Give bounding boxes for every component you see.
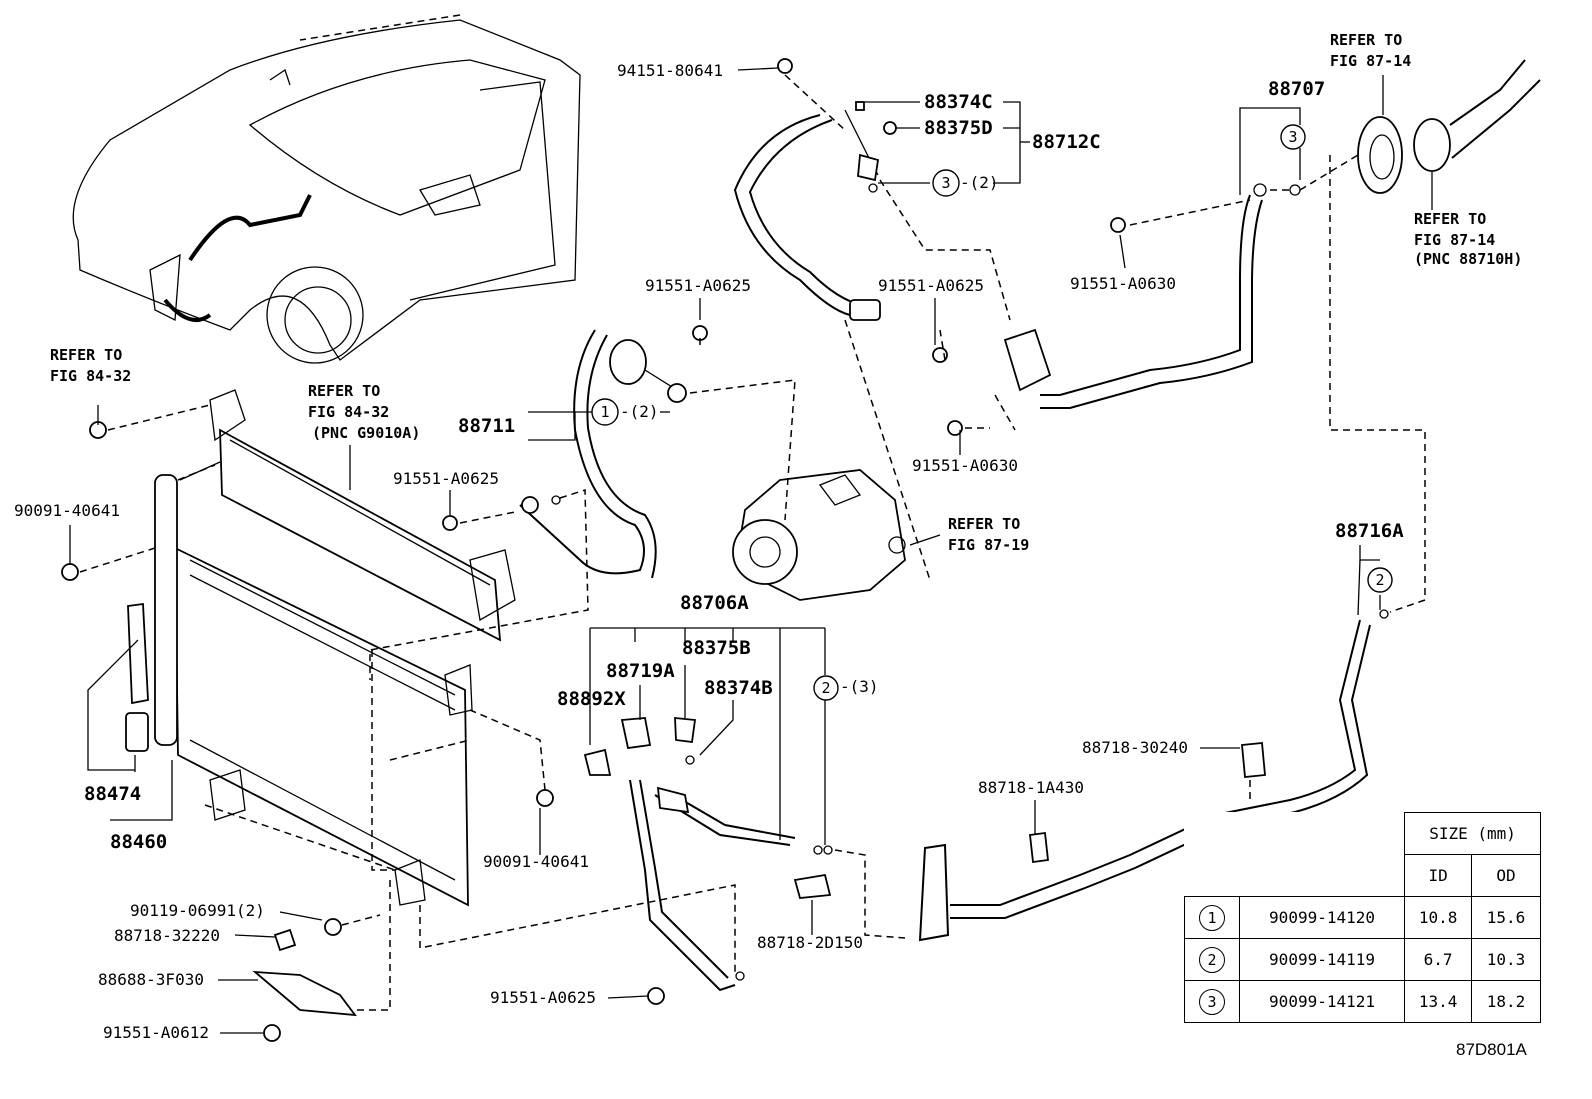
label-88892X: 88892X <box>557 688 626 710</box>
label-88718-2D150: 88718-2D150 <box>757 933 863 952</box>
refer-87-14-right-line1: REFER TO <box>1414 210 1486 228</box>
label-88707: 88707 <box>1268 78 1325 100</box>
pipe-88707 <box>1003 183 1267 409</box>
suction-hose-88712C <box>733 109 881 321</box>
row-key-circle: 1 <box>1198 904 1225 931</box>
discharge-hose-88711 <box>519 329 687 579</box>
callout-1: 1 <box>600 403 609 421</box>
row-od: 15.6 <box>1471 896 1541 939</box>
leader-lines <box>69 67 1433 1034</box>
radiator-support <box>209 389 516 642</box>
refer-84-32-pnc-line1: REFER TO <box>308 382 380 400</box>
compressor <box>732 319 931 601</box>
label-91551-A0625-c: 91551-A0625 <box>393 469 499 488</box>
label-88688-3F030: 88688-3F030 <box>98 970 204 989</box>
label-88375D: 88375D <box>924 117 993 139</box>
label-88460: 88460 <box>110 831 167 853</box>
callout-2-b: 2 <box>821 679 830 697</box>
label-oring-3-qty: -(2) <box>960 173 999 192</box>
refer-87-14-right-line2: FIG 87-14 <box>1414 231 1495 249</box>
small-parts <box>61 58 1389 1042</box>
label-88719A: 88719A <box>606 660 675 682</box>
receiver-filter <box>125 602 149 752</box>
refer-84-32-pnc-line2: FIG 84-32 <box>308 403 389 421</box>
label-91551-A0625-a: 91551-A0625 <box>645 276 751 295</box>
row-id: 6.7 <box>1404 938 1473 981</box>
label-90119-06991: 90119-06991(2) <box>130 901 265 920</box>
liquid-pipe-88716A <box>918 619 1371 942</box>
table-row: 3 90099-14121 13.4 18.2 <box>1184 980 1541 1023</box>
row-part-number: 90099-14120 <box>1238 896 1406 939</box>
table-row: 1 90099-14120 10.8 15.6 <box>1184 896 1541 939</box>
refer-87-14-right-line3: (PNC 88710H) <box>1414 250 1522 268</box>
refer-87-19-line2: FIG 87-19 <box>948 536 1029 554</box>
callout-circles: 3 3 1 2 2 <box>591 124 1393 701</box>
label-88375B: 88375B <box>682 637 751 659</box>
table-row: 2 90099-14119 6.7 10.3 <box>1184 938 1541 981</box>
row-key-circle: 2 <box>1198 946 1225 973</box>
refer-84-32-pnc-line3: (PNC G9010A) <box>312 424 420 442</box>
label-91551-A0625-d: 91551-A0625 <box>490 988 596 1007</box>
label-90091-40641-bottom: 90091-40641 <box>483 852 589 871</box>
callout-2-a: 2 <box>1375 571 1384 589</box>
row-part-number: 90099-14121 <box>1238 980 1406 1023</box>
row-key-circle: 3 <box>1198 988 1225 1015</box>
vehicle-outline <box>72 14 581 364</box>
liquid-pipe-88706A <box>629 779 796 992</box>
label-88718-32220: 88718-32220 <box>114 926 220 945</box>
label-91551-A0630-top: 91551-A0630 <box>1070 274 1176 293</box>
refer-87-19-line1: REFER TO <box>948 515 1020 533</box>
magnetic-clutch <box>1357 59 1541 194</box>
row-id: 13.4 <box>1404 980 1473 1023</box>
condenser <box>154 461 473 907</box>
refer-87-14-top-line1: REFER TO <box>1330 31 1402 49</box>
size-table-col-od: OD <box>1471 854 1541 897</box>
dashed-lines <box>79 74 1426 1011</box>
row-id: 10.8 <box>1404 896 1473 939</box>
label-91551-A0630-mid: 91551-A0630 <box>912 456 1018 475</box>
refer-87-14-top-line2: FIG 87-14 <box>1330 52 1411 70</box>
label-88711: 88711 <box>458 415 515 437</box>
size-table-header: SIZE (mm) <box>1404 812 1541 855</box>
size-table-col-id: ID <box>1404 854 1473 897</box>
callout-3-b: 3 <box>1288 128 1297 146</box>
label-88712C: 88712C <box>1032 131 1101 153</box>
label-88716A: 88716A <box>1335 520 1404 542</box>
callout-3-a: 3 <box>941 174 950 192</box>
label-88718-1A430: 88718-1A430 <box>978 778 1084 797</box>
refer-84-32-line2: FIG 84-32 <box>50 367 131 385</box>
label-oring-1-qty: -(2) <box>620 402 659 421</box>
label-91551-A0625-b: 91551-A0625 <box>878 276 984 295</box>
oring-size-table: SIZE (mm) ID OD 1 90099-14120 10.8 15.6 … <box>1184 812 1541 1023</box>
diagram-code: 87D801A <box>1456 1040 1527 1059</box>
row-part-number: 90099-14119 <box>1238 938 1406 981</box>
label-94151-80641: 94151-80641 <box>617 61 723 80</box>
label-88706A: 88706A <box>680 592 749 614</box>
label-88474: 88474 <box>84 783 141 805</box>
label-88374C: 88374C <box>924 91 993 113</box>
label-91551-A0612: 91551-A0612 <box>103 1023 209 1042</box>
label-90091-40641-top: 90091-40641 <box>14 501 120 520</box>
label-88374B: 88374B <box>704 677 773 699</box>
row-od: 10.3 <box>1471 938 1541 981</box>
label-oring-2-qty: -(3) <box>840 677 879 696</box>
label-88718-30240: 88718-30240 <box>1082 738 1188 757</box>
part-labels: 94151-80641 88374C 88375D 88712C -(2) 88… <box>14 31 1522 1042</box>
refer-84-32-line1: REFER TO <box>50 346 122 364</box>
row-od: 18.2 <box>1471 980 1541 1023</box>
